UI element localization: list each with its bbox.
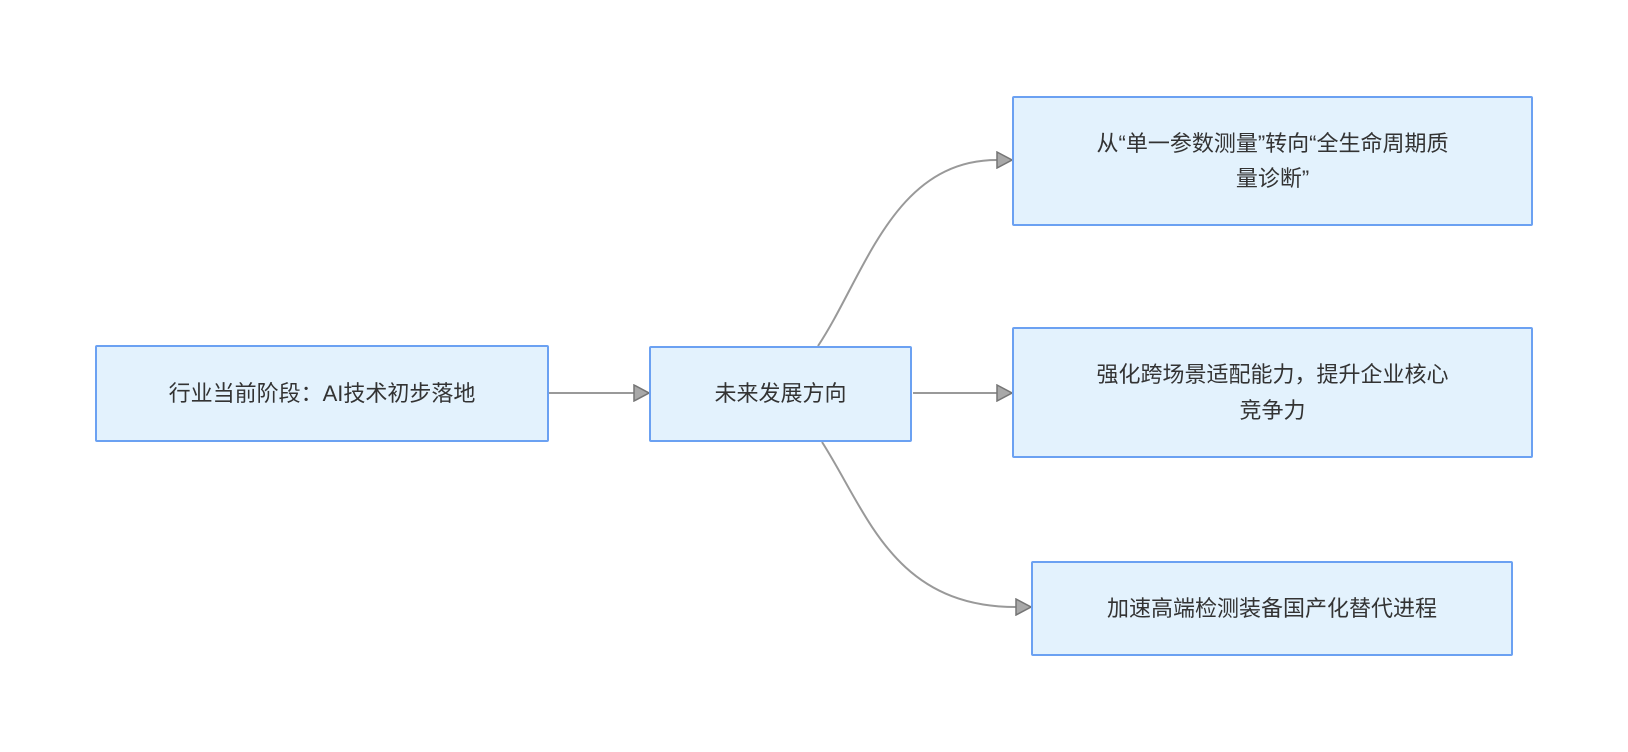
node-direction-3-label: 加速高端检测装备国产化替代进程	[1106, 595, 1437, 621]
node-current-stage-label: 行业当前阶段：AI技术初步落地	[168, 380, 476, 406]
node-direction-1: 从“单一参数测量”转向“全生命周期质 量诊断”	[1012, 96, 1533, 226]
node-direction-2: 强化跨场景适配能力，提升企业核心 竞争力	[1012, 327, 1533, 458]
edge-future-to-direction-3	[821, 441, 1016, 607]
node-future-direction-label: 未来发展方向	[714, 381, 847, 407]
node-direction-3: 加速高端检测装备国产化替代进程	[1031, 561, 1513, 656]
node-direction-2-label: 强化跨场景适配能力，提升企业核心 竞争力	[1096, 362, 1449, 423]
node-future-direction: 未来发展方向	[649, 346, 912, 442]
edge-future-to-direction-1	[817, 160, 997, 347]
node-direction-1-label: 从“单一参数测量”转向“全生命周期质 量诊断”	[1096, 130, 1449, 191]
node-current-stage: 行业当前阶段：AI技术初步落地	[95, 345, 549, 442]
